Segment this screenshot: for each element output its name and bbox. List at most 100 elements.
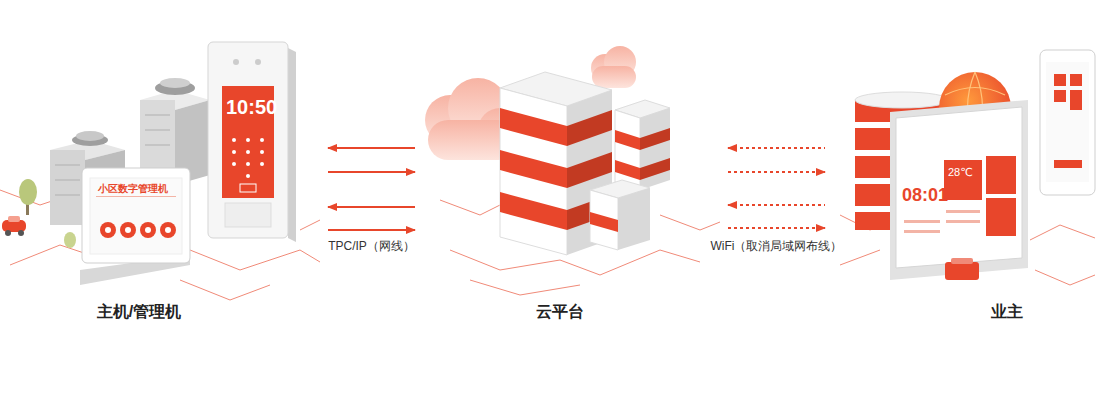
server-stripe [500,150,567,188]
circuit-line [450,250,700,275]
management-terminal [140,222,156,238]
keypad [260,138,264,142]
circuit-line [190,250,320,270]
mobile-tablet [1054,74,1066,86]
management-terminal [120,222,136,238]
tree [19,179,76,248]
mobile-tablet [1054,160,1082,168]
server-unit [615,160,640,180]
monitor [896,107,1022,268]
keypad [232,150,236,154]
building [160,78,190,88]
keypad [260,162,264,166]
building [50,150,85,225]
mobile-tablet [1046,62,1089,182]
arrow-line [328,229,415,231]
tree [19,179,37,205]
circuit-line [1030,225,1095,240]
management-terminal [145,227,151,233]
circuit-line [1035,270,1095,285]
access-panel [288,48,296,242]
connector-arrows [328,148,415,230]
car [5,230,11,236]
screen-text: 08:01 [902,186,948,206]
management-terminal [125,227,131,233]
car [2,216,26,236]
circuit-line [440,200,500,215]
server-unit [590,100,670,250]
mobile-tablet [1054,90,1066,102]
access-panel [225,203,271,227]
circuit-line [180,280,270,300]
monitor [890,100,1028,280]
monitor [890,100,1028,280]
tree [64,232,76,248]
access-panel [208,42,296,242]
management-terminal [96,196,176,197]
keypad [232,138,236,142]
server-unit [640,128,670,150]
screen-text: 小区数字管理机 [98,183,168,194]
keypad [246,162,250,166]
arrow-line [728,204,825,206]
server-unit [640,158,670,180]
window-rows [55,180,80,181]
server-stripe [500,108,567,146]
monitor [904,230,940,233]
circuit-line [470,280,580,295]
management-terminal [165,227,171,233]
arrow-line [728,171,825,173]
circuit-line [660,215,720,230]
monitor [951,258,973,264]
arrow-line [328,206,415,208]
server-stripe [567,152,612,188]
access-panel [233,59,239,65]
arrow-line [328,171,415,173]
keypad [246,174,250,178]
circuit-line [840,250,880,265]
keypad [246,150,250,154]
monitor [944,160,982,200]
group-caption: 业主 [921,302,1093,322]
monitor [946,210,980,213]
monitor [986,156,1016,194]
device-group: 业主 [830,40,1093,328]
management-terminal [100,222,116,238]
connector-arrows [728,148,825,228]
window-rows [55,195,80,196]
management-terminal [160,222,176,238]
circuit-line [300,220,320,230]
cloud [592,66,636,88]
screen-text: 28℃ [948,166,973,178]
edge-label: WiFi（取消局域网布线） [708,238,846,254]
mobile-tablet [1040,50,1095,195]
edge-label: TPC/IP（网线） [325,238,418,254]
server-unit [640,108,670,190]
mobile-tablet [1040,50,1095,195]
window-rows [145,115,170,116]
server-unit [615,110,640,190]
window-rows [55,165,80,166]
access-panel [255,59,261,65]
monitor [946,220,980,223]
device-group: 云平台 [420,40,723,328]
monitor [904,220,940,223]
device-group: 主机/管理机 [20,40,323,328]
server-stripe [500,192,567,230]
car [8,216,20,222]
monitor [945,262,979,280]
management-terminal [82,168,190,263]
server-unit [618,188,650,250]
screen-text: 10:50 [226,96,277,118]
mobile-tablet [1070,74,1082,86]
server-unit [590,190,618,250]
window-rows [145,130,170,131]
server-stripe [567,110,612,146]
keypad [232,138,264,192]
circuit-line [10,245,90,265]
keypad [232,162,236,166]
data-stack [855,92,949,108]
window-rows [55,115,170,195]
group-caption: 云平台 [420,302,700,322]
